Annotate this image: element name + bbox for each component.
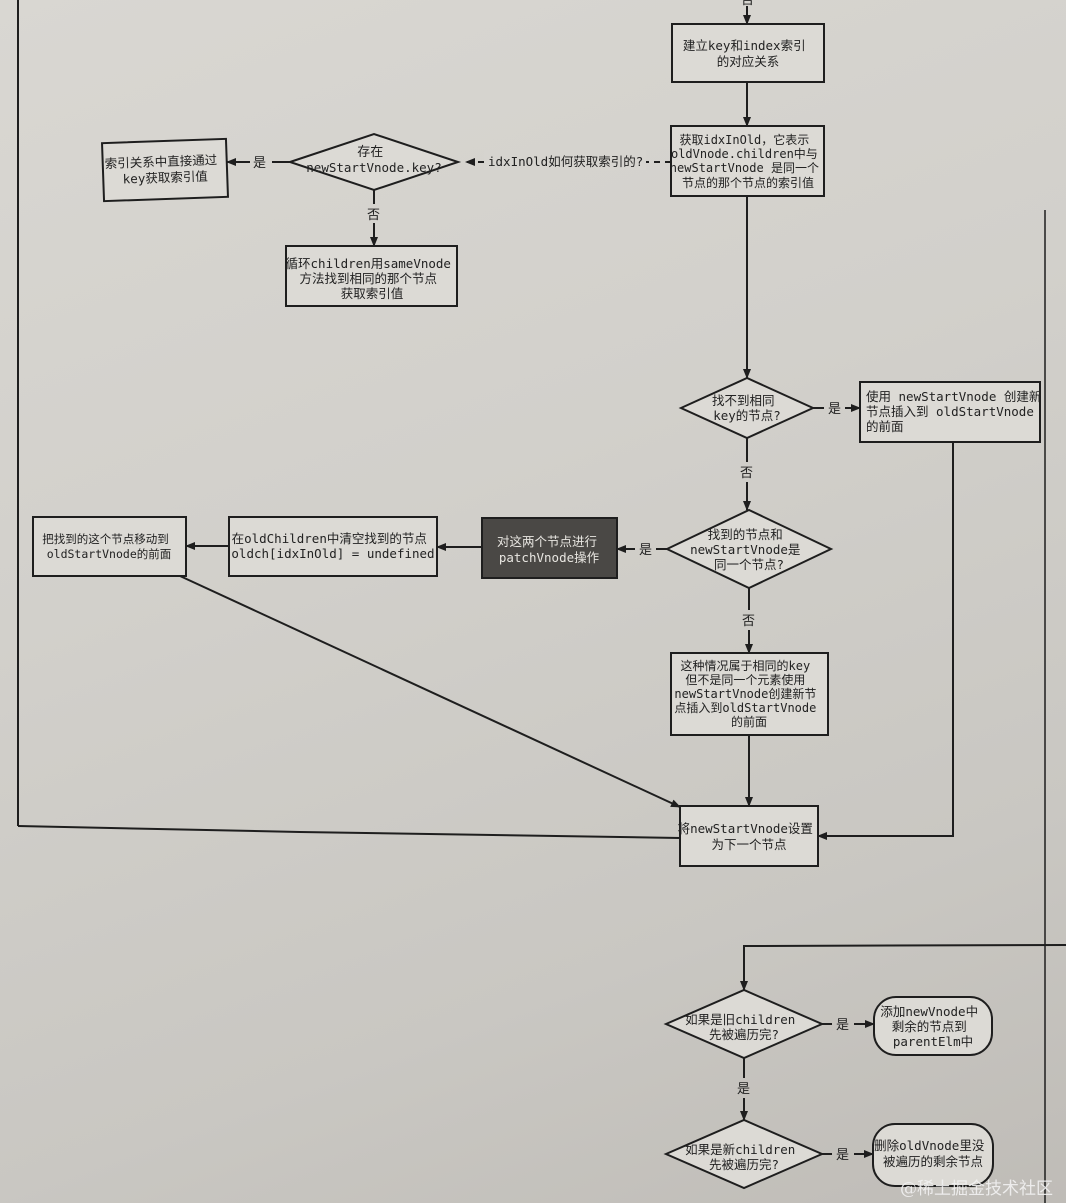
- edge-label-top-no: 否: [741, 0, 754, 8]
- node-remove-old-text: 删除oldVnode里没 被遍历的剩余节点: [874, 1138, 992, 1169]
- node-loop-same: [285, 245, 458, 307]
- node-has-key-text: 存在 newStartVnode.key?: [306, 144, 441, 175]
- edge-create-to-next: [817, 442, 954, 840]
- edge-label-yes: 是: [639, 543, 652, 558]
- edge-label-yes: 是: [253, 156, 266, 171]
- node-get-idx-text: 获取idxInOld，它表示 oldVnode.children中与 newSt…: [670, 132, 826, 190]
- node-create-insert: [859, 381, 1041, 443]
- edge-move-to-next: [179, 575, 681, 808]
- edge-label-yes: 是: [737, 1082, 750, 1097]
- edge-label-question: idxInOld如何获取索引的?: [488, 154, 643, 169]
- node-add-new-text: 添加newVnode中 剩余的节点到 parentElm中: [880, 1004, 985, 1049]
- edge-label-yes: 是: [836, 1148, 849, 1163]
- edge-label-yes: 是: [836, 1018, 849, 1033]
- node-same-node-text: 找到的节点和 newStartVnode是 同一个节点?: [690, 527, 808, 572]
- node-not-found-text: 找不到相同 key的节点?: [712, 393, 782, 423]
- node-next-start: [679, 805, 819, 867]
- node-create-insert-text: 使用 newStartVnode 创建新 节点插入到 oldStartVnode…: [866, 389, 1049, 434]
- node-patch: [481, 517, 618, 579]
- node-remove-old: [872, 1123, 994, 1187]
- node-loop-same-text: 循环children用sameVnode 方法找到相同的那个节点 获取索引值: [286, 256, 459, 301]
- node-move-node: [32, 516, 187, 577]
- node-old-done-text: 如果是旧children 先被遍历完?: [685, 1012, 803, 1042]
- edge-label-no: 否: [367, 208, 380, 223]
- node-build-index: [671, 23, 825, 83]
- edge-label-bg: [484, 150, 646, 170]
- node-next-start-text: 将newStartVnode设置 为下一个节点: [678, 821, 821, 852]
- node-new-done-text: 如果是新children 先被遍历完?: [685, 1142, 803, 1172]
- node-clear-old-text: 在oldChildren中清空找到的节点 oldch[idxInOld] = u…: [231, 531, 434, 561]
- edge-next-loop-back: [17, 825, 681, 839]
- edge-entry-to-olddone: [740, 944, 1066, 991]
- node-key-lookup-text: 索引关系中直接通过 key获取索引值: [104, 152, 225, 187]
- node-build-index-text: 建立key和index索引 的对应关系: [683, 38, 813, 69]
- node-same-node: [664, 508, 834, 590]
- watermark: @稀土掘金技术社区: [900, 1179, 1053, 1199]
- node-get-idx: [670, 125, 825, 197]
- edge-label-yes: 是: [828, 402, 841, 417]
- node-same-key-diff: [670, 652, 829, 736]
- node-patch-text: 对这两个节点进行 patchVnode操作: [497, 534, 601, 565]
- edge-label-no: 否: [742, 614, 755, 629]
- node-key-lookup: [100, 137, 230, 203]
- node-add-new: [873, 996, 993, 1056]
- node-has-key: [286, 132, 462, 192]
- node-same-key-diff-text: 这种情况属于相同的key 但不是同一个元素使用 newStartVnode创建新…: [674, 658, 823, 729]
- node-move-node-text: 把找到的这个节点移动到 oldStartVnode的前面: [42, 532, 175, 561]
- edge-label-no: 否: [740, 466, 753, 481]
